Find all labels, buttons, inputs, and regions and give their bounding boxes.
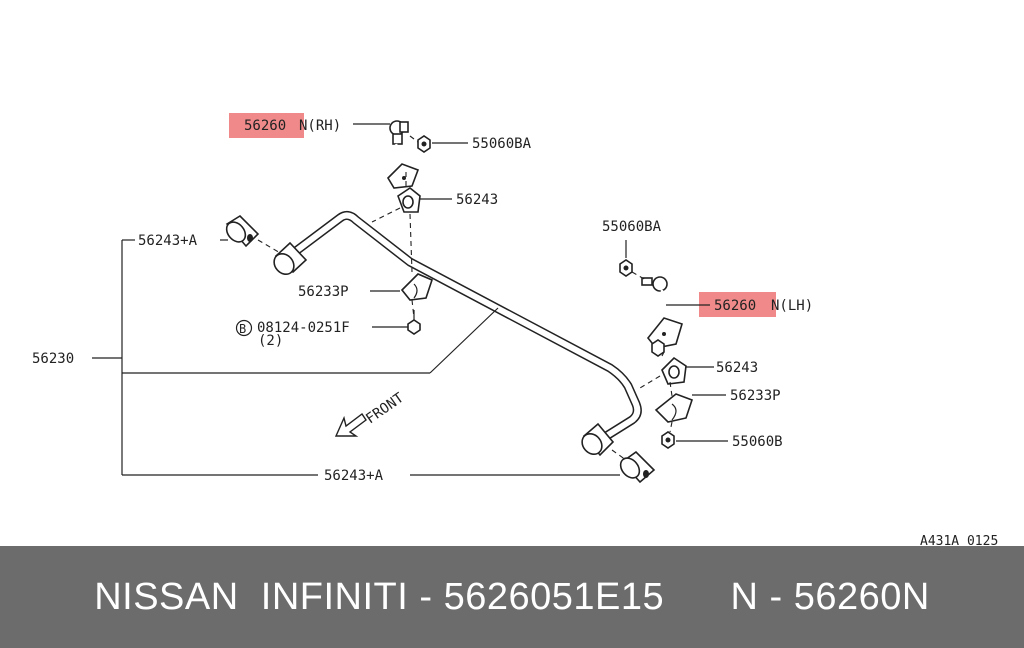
label-bushing-right: 56243: [716, 360, 758, 376]
assembly-dashed-lines: [257, 135, 673, 461]
label-bolt-qty: (2): [258, 333, 283, 349]
parts-diagram: FRONT 56260 N(RH) 55060BA 56243 56243+A …: [32, 113, 998, 546]
label-bolt: 08124-0251F: [257, 320, 350, 336]
label-bar: 56230: [32, 351, 74, 367]
diagram-code: A431A 0125: [920, 534, 998, 546]
bushing-a-upper: [225, 214, 260, 248]
label-bushing-top: 56243: [456, 192, 498, 208]
label-clamp-right: 56233P: [730, 388, 781, 404]
clamp-left: [400, 273, 433, 301]
link-rod-rh: [386, 120, 420, 189]
label-nut-top-lh: 55060BA: [602, 219, 662, 235]
bar-end-bushing-left: [273, 241, 308, 276]
bushing-top: [397, 187, 421, 213]
label-link-rh-suffix: N(RH): [299, 118, 341, 134]
link-rod-lh: [641, 276, 683, 357]
bar-end-bushing-right: [581, 422, 615, 457]
stabilizer-bar: [287, 210, 642, 445]
label-nut-bottom: 55060B: [732, 434, 783, 450]
nut-rh: [417, 135, 431, 153]
front-arrow-icon: [334, 412, 367, 437]
highlight-link-lh: [699, 292, 776, 317]
nut-lh-top: [619, 259, 633, 277]
label-nut-top-rh: 55060BA: [472, 136, 532, 152]
label-clamp-left: 56233P: [298, 284, 349, 300]
footer-bar: NISSAN INFINITI - 5626051E15 N - 56260N: [0, 546, 1024, 648]
bushing-a-lower: [619, 450, 656, 484]
clamp-right: [654, 393, 694, 423]
bolt-circle-icon: [235, 319, 253, 337]
label-bush-a-upper: 56243+A: [138, 233, 198, 249]
label-bolt-circle: B: [239, 322, 246, 336]
label-link-lh-suffix: N(LH): [771, 298, 813, 314]
footer-title: NISSAN INFINITI - 5626051E15 N - 56260N: [94, 575, 930, 618]
bushing-right: [661, 356, 687, 385]
leader-lines: [92, 123, 728, 476]
label-bush-a-lower: 56243+A: [324, 468, 384, 484]
label-link-lh-number: 56260: [714, 298, 756, 314]
front-label: FRONT: [363, 390, 407, 428]
highlight-link-rh: [229, 113, 304, 138]
nut-bottom: [661, 431, 675, 449]
bolt: [407, 310, 421, 335]
label-link-rh-number: 56260: [244, 118, 286, 134]
